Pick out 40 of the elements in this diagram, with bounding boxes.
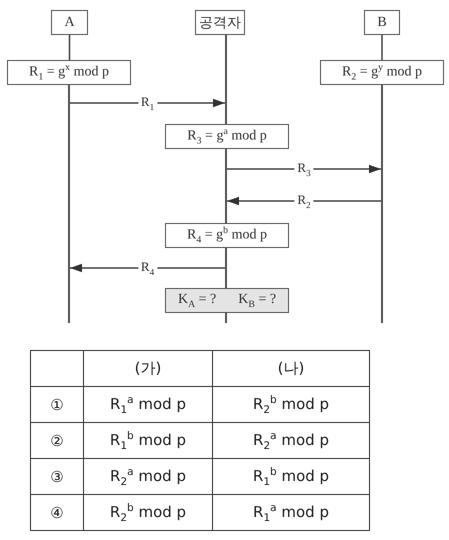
box-text: K$_{B}$ = ? (238, 292, 276, 310)
table-cell: R$_{1}$$^{b}$ mod p (84, 422, 212, 458)
box-text: R$_{1}$ = g$^{x}$ mod p (29, 62, 109, 83)
computation-box (320, 60, 444, 85)
lifeline (381, 85, 383, 323)
lifeline (381, 35, 383, 60)
table-cell: (가) (84, 350, 212, 386)
message-arrow (227, 196, 381, 206)
computation-box (165, 223, 289, 248)
table-cell: R$_{2}$$^{b}$ mod p (212, 386, 370, 422)
message-arrow (70, 98, 225, 108)
table-cell: (나) (212, 350, 370, 386)
box-text: R$_{3}$ = g$^{a}$ mod p (187, 126, 267, 147)
table-cell: R$_{1}$$^{b}$ mod p (212, 458, 370, 494)
box-text: 공격자 (199, 14, 241, 32)
option-number-cell: ③ (30, 458, 84, 494)
table-cell: R$_{1}$$^{a}$ mod p (212, 494, 370, 530)
box-text: K$_{A}$ = ? (178, 292, 216, 310)
option-number-cell: ② (30, 422, 84, 458)
box-text: R$_{4}$ = g$^{b}$ mod p (187, 225, 267, 246)
participant-box (51, 10, 88, 35)
message-arrow (70, 264, 225, 272)
lifeline (68, 35, 70, 60)
option-number-cell: ④ (30, 494, 84, 530)
computation-box (165, 124, 289, 149)
message-arrow (227, 164, 381, 174)
option-number-cell: ① (30, 386, 84, 422)
result-box (165, 288, 289, 313)
table-cell: R$_{1}$$^{a}$ mod p (84, 386, 212, 422)
participant-box (195, 10, 245, 35)
participant-box (364, 10, 400, 35)
lifeline (68, 85, 70, 323)
box-text: B (377, 14, 387, 30)
lifeline (225, 35, 227, 323)
computation-box (7, 60, 131, 85)
box-text: R$_{2}$ = g$^{y}$ mod p (342, 62, 422, 83)
table-cell: R$_{2}$$^{a}$ mod p (212, 422, 370, 458)
table-cell: R$_{2}$$^{b}$ mod p (84, 494, 212, 530)
table-cell: R$_{2}$$^{a}$ mod p (84, 458, 212, 494)
box-text: A (64, 14, 75, 30)
